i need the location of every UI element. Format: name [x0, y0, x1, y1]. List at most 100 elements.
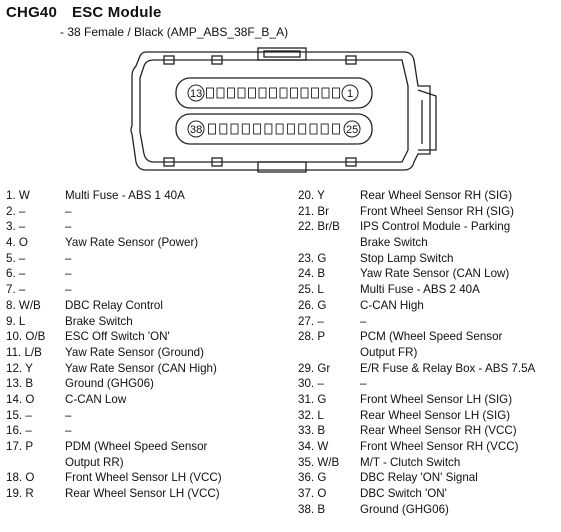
pin-row: 8. W/B DBC Relay Control — [6, 298, 286, 314]
pin-description: Brake Switch — [360, 236, 428, 250]
pin-description: Multi Fuse - ABS 1 40A — [65, 189, 185, 202]
pin-description: Multi Fuse - ABS 2 40A — [360, 283, 480, 297]
pin-row-bottom — [208, 123, 340, 135]
pin-number: 34. W — [298, 440, 329, 453]
pin-row: 33. B Rear Wheel Sensor RH (VCC) — [298, 423, 560, 439]
connector-code: CHG40 — [6, 4, 58, 21]
pin-description: Rear Wheel Sensor LH (SIG) — [360, 408, 511, 422]
pin-number: 3. – — [6, 220, 26, 234]
pin-number: 1. W — [6, 189, 30, 202]
pin-row: 16. –– — [6, 423, 286, 439]
pin-description: IPS Control Module - Parking — [360, 220, 511, 234]
pin-description: PCM (Wheel Speed Sensor — [360, 330, 503, 344]
pin-hole — [269, 87, 277, 99]
pin-description: Ground (GHG06) — [360, 502, 449, 516]
pin-row-top — [206, 87, 340, 99]
pin-number: 4. O — [6, 236, 28, 250]
pin-number: 26. G — [298, 298, 327, 312]
pin-row: 1. W Multi Fuse - ABS 1 40A — [6, 188, 286, 204]
pin-description: E/R Fuse & Relay Box - ABS 7.5A — [360, 361, 536, 375]
pin-row: 14. O C-CAN Low — [6, 392, 286, 408]
pin-row: 7. – – — [6, 282, 286, 298]
pin-description: – — [65, 251, 72, 265]
pin-description: – — [360, 377, 367, 391]
pin-description: Rear Wheel Sensor RH (VCC) — [360, 424, 517, 438]
pin-description: – — [65, 424, 72, 438]
pin-number: 33. B — [298, 424, 326, 438]
pin-row: 13. B Ground (GHG06) — [6, 376, 286, 392]
pin-description: Output FR) — [360, 345, 418, 359]
pin-row: 5. –– — [6, 251, 286, 267]
pin-number: 8. W/B — [6, 298, 41, 312]
pin-description: – — [65, 283, 72, 297]
pin-description: Front Wheel Sensor RH (SIG) — [360, 204, 514, 218]
pin-row: Output RR) — [6, 455, 286, 471]
pin-description: – — [65, 408, 72, 422]
pin-label-1: 1 — [347, 88, 353, 100]
pin-label-25: 25 — [346, 124, 358, 136]
pin-description: C-CAN Low — [65, 392, 127, 406]
pin-number: 7. – — [6, 283, 26, 297]
pin-description: Ground (GHG06) — [65, 377, 154, 391]
pin-description: – — [65, 204, 72, 218]
pin-number: 23. G — [298, 251, 327, 265]
pin-description: Stop Lamp Switch — [360, 251, 454, 265]
pin-hole — [279, 87, 288, 99]
pin-number: 22. Br/B — [298, 220, 340, 234]
pin-hole — [311, 87, 319, 99]
pin-description: Rear Wheel Sensor LH (VCC) — [65, 487, 220, 501]
pin-row: 22. Br/B IPS Control Module - Parking — [298, 219, 560, 235]
pin-hole — [298, 123, 307, 135]
pin-hole — [286, 123, 295, 135]
pin-hole — [320, 123, 329, 135]
pin-number: 13. B — [6, 377, 34, 391]
pin-hole — [332, 87, 340, 99]
pin-description: Front Wheel Sensor LH (SIG) — [360, 392, 513, 406]
pin-hole — [241, 123, 250, 135]
pin-description: PDM (Wheel Speed Sensor — [65, 440, 208, 453]
pin-description: Yaw Rate Sensor (CAN High) — [65, 361, 217, 375]
pin-hole — [275, 123, 284, 135]
pin-hole — [237, 87, 246, 99]
pin-number — [6, 455, 65, 471]
pin-description: Yaw Rate Sensor (Power) — [65, 236, 199, 250]
pin-number: 14. O — [6, 392, 35, 406]
pin-hole — [332, 123, 340, 135]
pin-row: 27. –– — [298, 314, 560, 330]
pin-hole — [227, 87, 235, 99]
pin-description: – — [360, 314, 367, 328]
pin-row: Brake Switch — [298, 235, 560, 251]
pin-hole — [258, 87, 267, 99]
pin-number: 20. Y — [298, 189, 325, 202]
pin-list-left: 1. W Multi Fuse - ABS 1 40A 2. ––3. – – 4. O… — [6, 188, 286, 502]
pin-row: 2. –– — [6, 204, 286, 220]
page-title: CHG40 ESC Module — [6, 4, 162, 21]
pin-description: DBC Relay Control — [65, 298, 163, 312]
module-name: ESC Module — [72, 4, 162, 21]
pin-hole — [206, 87, 214, 99]
pin-hole — [309, 123, 318, 135]
pin-number: 25. L — [298, 283, 324, 297]
pin-description: ESC Off Switch 'ON' — [65, 330, 170, 344]
pin-number: 12. Y — [6, 361, 33, 375]
connector-subtitle: - 38 Female / Black (AMP_ABS_38F_B_A) — [60, 25, 289, 39]
pin-hole — [248, 87, 256, 99]
pin-number: 21. Br — [298, 204, 329, 218]
pin-row: 15. –– — [6, 408, 286, 424]
pin-row: 30. –– — [298, 376, 560, 392]
pin-hole — [321, 87, 330, 99]
pin-description: Output RR) — [65, 455, 124, 469]
pin-description: Yaw Rate Sensor (CAN Low) — [360, 267, 510, 281]
